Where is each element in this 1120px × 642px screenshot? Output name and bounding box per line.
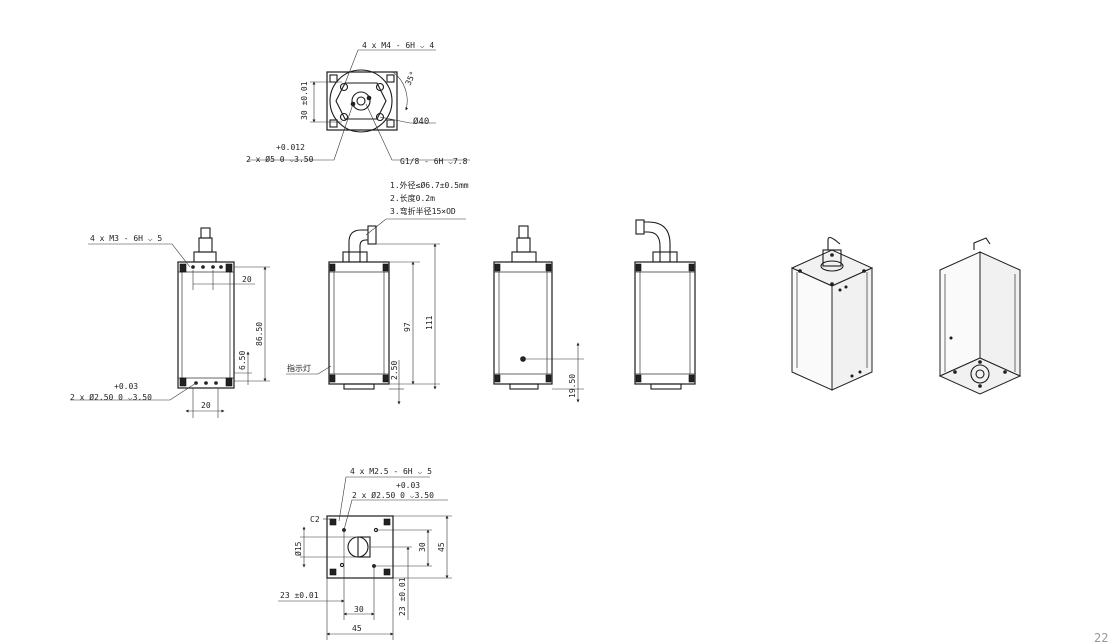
m4-hole [375, 112, 385, 122]
front-dim-20-top: 20 [242, 275, 252, 284]
port-note: G1/8 - 6H ⌵7.8 [400, 157, 468, 166]
dia-15: Ø15 [293, 541, 303, 556]
m4-hole [339, 112, 349, 122]
bottom-thread-note: 4 x M2.5 - 6H ⌵ 5 [350, 467, 432, 476]
rear-fitting-body [516, 237, 531, 253]
side-view: 1.外径≤Ø6.7±0.5mm 2.长度0.2m 3.弯折半径15×OD 指示灯… [286, 180, 469, 405]
elbow-end-2 [635, 219, 645, 235]
front-view: 4 x M3 - 6H ⌵ 5 20 86.50 6.50 +0.03 2 x … [70, 227, 270, 418]
cable-note-3: 3.弯折半径15×OD [390, 206, 456, 216]
side-body [328, 261, 390, 385]
bottom-dim-45-v: 45 [437, 542, 446, 552]
top-view: 30 ±0.01 4 x M4 - 6H ⌵ 4 35° Ø40 +0.012 … [246, 41, 470, 166]
front-thread-note: 4 x M3 - 6H ⌵ 5 [90, 234, 162, 243]
top-pin-note: 2 x Ø5 0 ⌵3.50 [246, 154, 314, 164]
chamfer-c2: C2 [310, 515, 320, 524]
elbow-nut [342, 251, 368, 263]
bottom-pin-note: 2 x Ø2.50 0 ⌵3.50 [352, 490, 434, 500]
left-side-body [634, 261, 696, 385]
fitting-cap [200, 227, 211, 239]
bottom-dim-45-h: 45 [352, 624, 362, 633]
bottom-dim-30-h: 30 [354, 605, 364, 614]
front-pin-tol: +0.03 [114, 382, 138, 391]
cable-note-1: 1.外径≤Ø6.7±0.5mm [390, 180, 469, 190]
dia-40: Ø40 [413, 116, 429, 127]
front-dim-20-bottom: 20 [201, 401, 211, 410]
port-circle [351, 91, 371, 111]
front-dim-6-50: 6.50 [238, 351, 247, 370]
rear-fitting-nut [511, 251, 537, 263]
corner-hole [386, 74, 395, 83]
m4-hole [339, 82, 349, 92]
angle-35: 35° [404, 70, 418, 87]
rear-dim-19-50: 19.50 [568, 374, 577, 398]
m4-hole [375, 82, 385, 92]
bottom-dim-30-v: 30 [418, 542, 427, 552]
front-body [177, 261, 235, 389]
top-thread-note: 4 x M4 - 6H ⌵ 4 [362, 41, 434, 50]
bottom-pin-tol: +0.03 [396, 481, 420, 490]
corner-hole [386, 119, 395, 128]
side-dim-97: 97 [403, 322, 412, 332]
page-number: 22 [1094, 631, 1108, 642]
fitting-body [198, 237, 213, 253]
isometric-view-top [790, 236, 874, 391]
rear-view: 19.50 [493, 225, 584, 403]
bottom-dim-23-h: 23 ±0.01 [280, 591, 319, 600]
elbow-end [367, 225, 377, 245]
dim-30-tol: 30 ±0.01 [300, 81, 309, 120]
left-side-view [634, 219, 696, 390]
top-view-circle [329, 69, 393, 133]
side-dim-111: 111 [425, 315, 434, 330]
bottom-dim-23-v: 23 ±0.01 [398, 577, 407, 616]
top-pin-tol: +0.012 [276, 143, 305, 152]
rear-body [493, 261, 553, 385]
front-dim-86-50: 86.50 [255, 322, 264, 346]
port-inner [356, 96, 366, 106]
fitting-nut [193, 251, 217, 263]
side-dim-2-50: 2.50 [390, 361, 399, 380]
bottom-view: 4 x M2.5 - 6H ⌵ 5 +0.03 2 x Ø2.50 0 ⌵3.5… [278, 467, 452, 640]
front-pin-note: 2 x Ø2.50 0 ⌵3.50 [70, 392, 152, 402]
corner-hole [329, 119, 338, 128]
cable-note-2: 2.长度0.2m [390, 193, 435, 203]
rear-indicator [520, 356, 526, 362]
rear-fitting-cap [518, 225, 529, 239]
isometric-view-bottom [938, 237, 1022, 395]
pin-hole [366, 95, 372, 101]
indicator-label: 指示灯 [287, 363, 311, 373]
